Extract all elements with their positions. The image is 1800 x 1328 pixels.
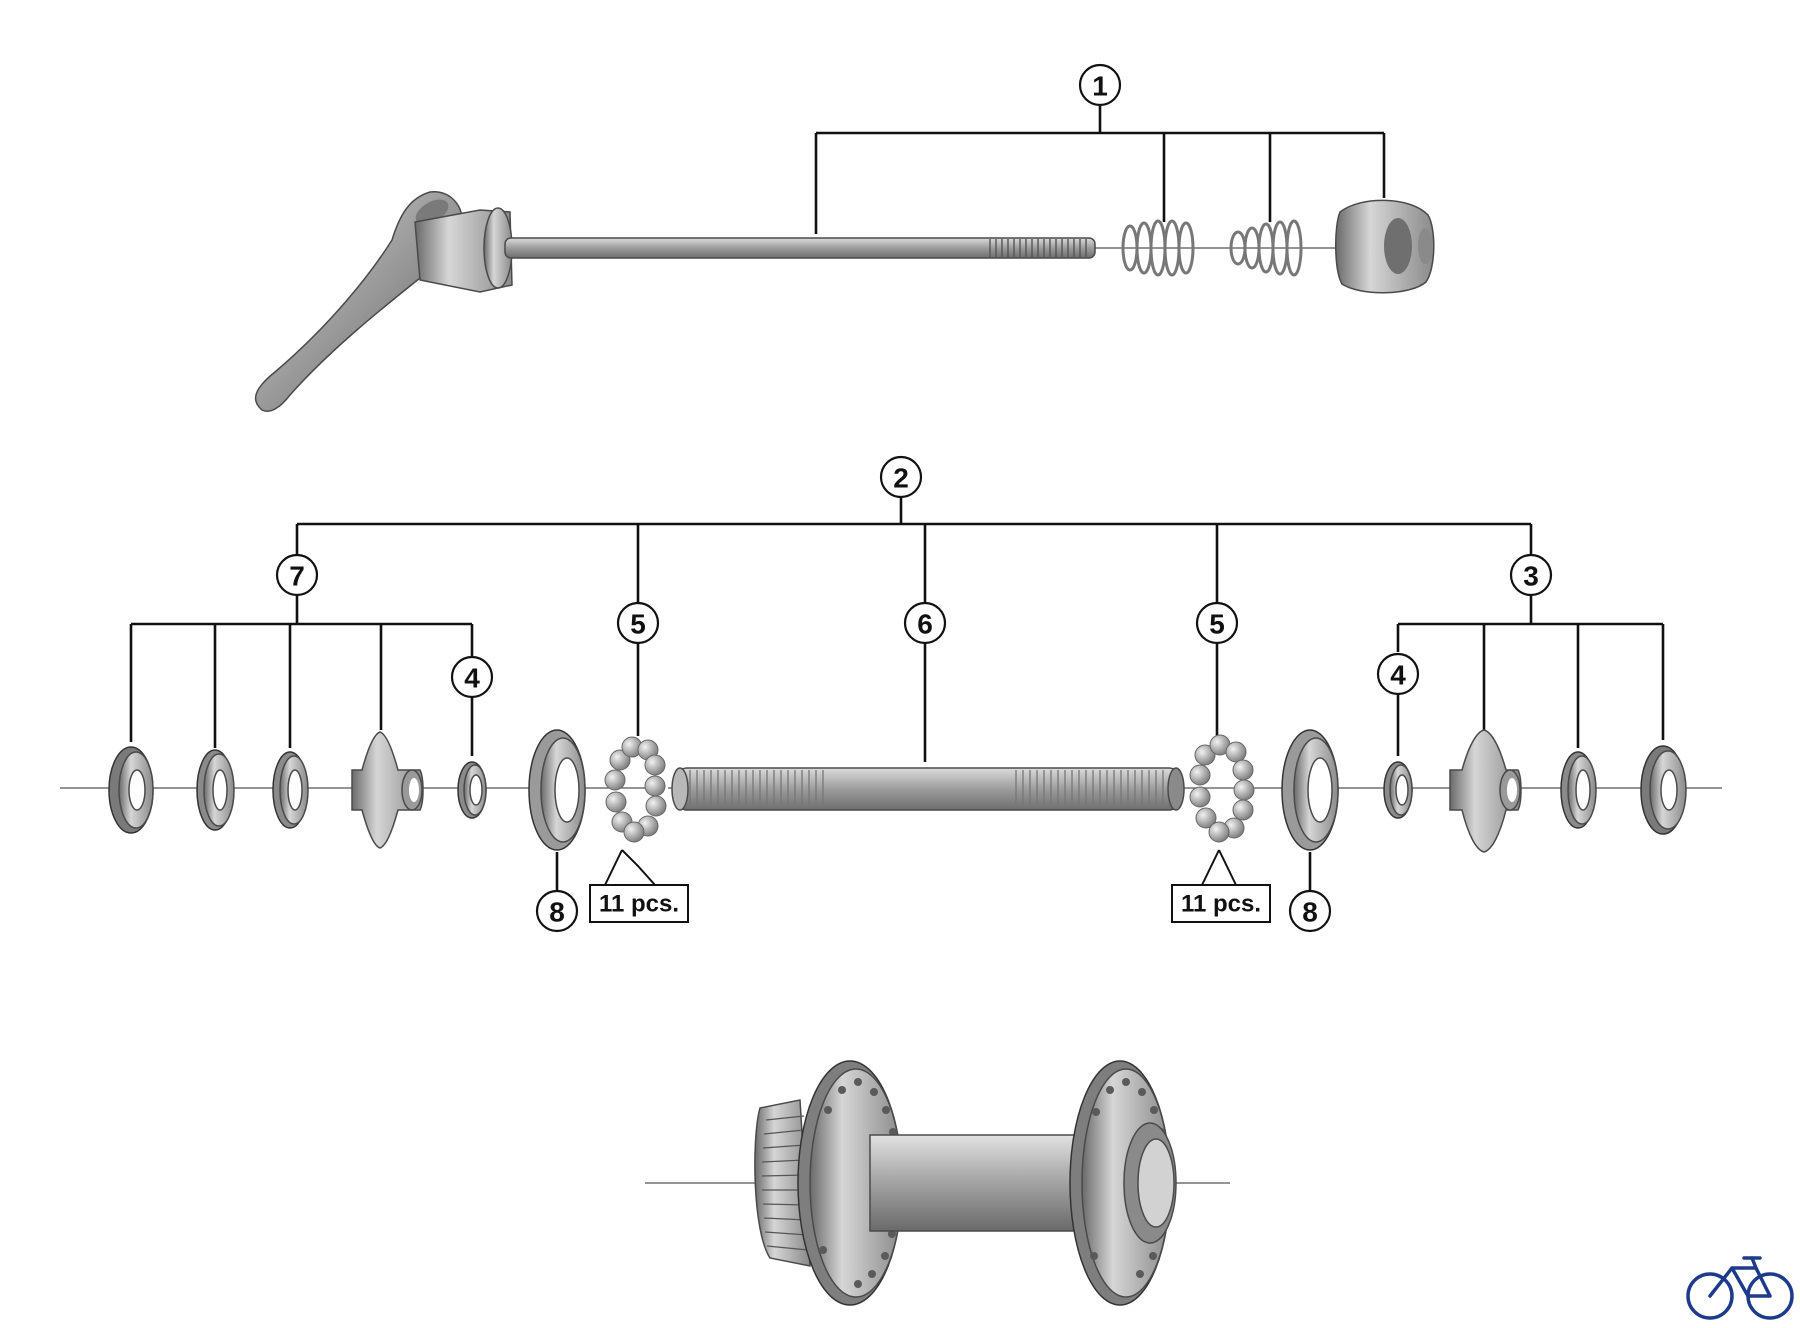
right-seal-ring [1281,729,1339,851]
quantity-label-left: 11 pcs. [589,849,689,923]
svg-text:2: 2 [893,463,909,494]
quick-release-skewer [254,191,1435,412]
skewer-spring-left [1121,219,1195,277]
right-cone [1449,729,1522,853]
callout-7-leaders [129,595,474,756]
callout-8-left: 8 [535,852,579,933]
callout-6: 6 [903,601,947,645]
left-washer-a [196,749,235,831]
hub-body [645,1060,1230,1306]
hub-axle [671,767,1185,811]
quantity-label-right: 11 pcs. [1171,849,1271,923]
skewer-thread [989,239,1087,257]
callout-1: 1 [1078,63,1122,107]
callout-4-left: 4 [450,655,494,699]
callout-5-right: 5 [1195,601,1239,645]
right-bearing-balls [1189,734,1255,843]
svg-text:7: 7 [289,561,305,592]
left-locknut [108,746,154,834]
right-washer [1560,751,1597,829]
svg-text:4: 4 [1390,660,1406,691]
callout-7: 7 [275,553,319,597]
left-dust-seal [457,761,487,819]
svg-text:8: 8 [549,897,565,928]
callout-8-right: 8 [1288,852,1332,933]
skewer-spring-right [1229,219,1303,277]
svg-text:8: 8 [1302,897,1318,928]
skewer-lever [254,191,463,412]
left-seal-ring [528,729,586,851]
callout-2: 2 [879,455,923,499]
left-washer-b [272,751,309,829]
callout-5-left: 5 [616,601,660,645]
svg-text:6: 6 [917,609,933,640]
svg-text:3: 3 [1523,561,1539,592]
callout-3: 3 [1509,553,1553,597]
svg-text:11 pcs.: 11 pcs. [1181,891,1261,918]
svg-text:5: 5 [1209,609,1225,640]
callout-4-right: 4 [1376,652,1420,696]
skewer-rod [504,237,1096,259]
svg-text:5: 5 [630,609,646,640]
svg-text:11 pcs.: 11 pcs. [599,891,679,918]
callout-2-leaders [295,497,1533,762]
right-locknut [1640,745,1687,835]
right-dust-seal [1383,761,1413,819]
callout-3-leaders [1396,595,1665,756]
left-cone [351,731,424,849]
svg-text:1: 1 [1092,71,1108,102]
callout-1-leaders [814,104,1386,234]
left-bearing-balls [604,736,667,843]
svg-text:4: 4 [464,663,480,694]
bicycle-icon [1686,1256,1794,1320]
